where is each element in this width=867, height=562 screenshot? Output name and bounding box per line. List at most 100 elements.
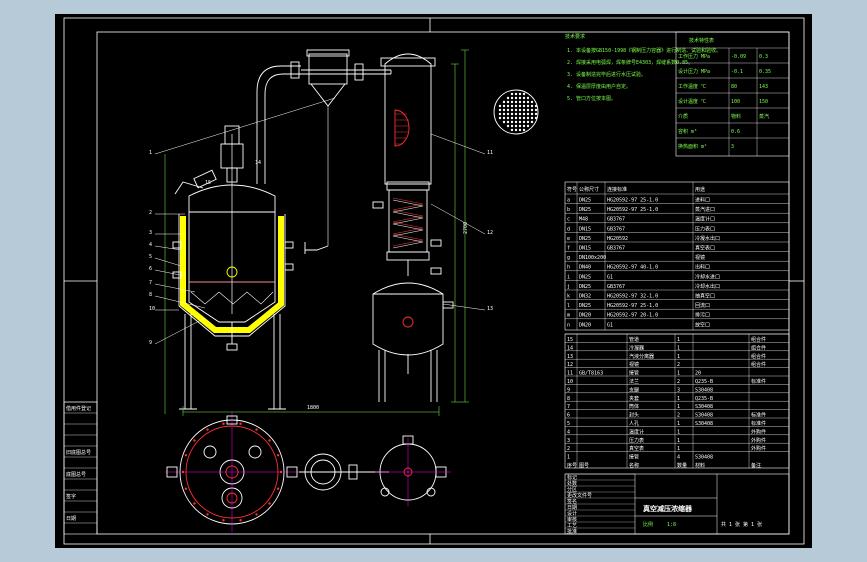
leader-label: 5: [149, 254, 152, 260]
perforation-hole: [522, 108, 526, 112]
nozzle-cell: DN25: [579, 236, 591, 242]
parts-cell: 2: [567, 446, 570, 452]
parts-cell: 7: [567, 404, 570, 410]
perforation-hole: [530, 120, 534, 124]
perforation-hole: [506, 124, 510, 128]
perforation-hole: [510, 128, 514, 132]
perforation-hole: [514, 100, 518, 104]
rev-cell: 日期: [567, 505, 577, 511]
parts-cell: 3: [567, 438, 570, 444]
note-line: 4. 保温层厚度由用户自定。: [567, 83, 631, 90]
parts-cell: S30408: [695, 421, 713, 427]
parts-header-cell: 序号: [567, 462, 577, 469]
spec-cell: 换热面积 m²: [678, 143, 707, 150]
parts-cell: 2: [677, 413, 680, 419]
spec-cell: -0.1: [731, 69, 743, 75]
bolt-hole: [206, 428, 209, 431]
perforation-hole: [534, 112, 538, 116]
nozzle-cell: GB3767: [607, 246, 625, 252]
parts-cell: 组合件: [751, 336, 766, 343]
parts-header-cell: 备注: [751, 462, 761, 469]
parts-cell: 10: [567, 379, 573, 385]
parts-header-cell: 名称: [629, 462, 639, 469]
technical-notes: 技术要求 1. 本设备按GB150-1998《钢制压力容器》进行制造、试验和验收…: [565, 33, 721, 102]
perforation-hole: [518, 112, 522, 116]
parts-cell: 15: [567, 337, 573, 343]
parts-cell: 汽液分离器: [629, 353, 654, 360]
perforation-hole: [514, 108, 518, 112]
nozzle-cell: f: [567, 246, 570, 252]
perforation-hole: [530, 108, 534, 112]
spec-cell: 0.6: [731, 129, 740, 135]
perforation-hole: [526, 124, 530, 128]
rev-cell: 设计: [567, 510, 577, 517]
nozzle-cell: HG20592: [607, 236, 628, 242]
perforation-hole: [526, 100, 530, 104]
parts-cell: 温度计: [629, 428, 644, 435]
nozzle-cell: 冷却水进口: [695, 273, 720, 280]
nozzle-cell: G1: [607, 322, 613, 328]
parts-cell: 1: [677, 337, 680, 343]
parts-cell: 14: [567, 345, 573, 351]
rev-cell: 更改文件号: [567, 492, 592, 499]
bolt-hole: [268, 439, 271, 442]
parts-cell: 1: [677, 371, 680, 377]
perforation-hole: [510, 92, 514, 96]
parts-cell: 11: [567, 371, 573, 377]
parts-cell: 13: [567, 354, 573, 360]
perforation-hole: [522, 112, 526, 116]
nozzle-cell: 放空口: [695, 321, 710, 328]
nozzle-cell: 冷却水出口: [695, 283, 720, 290]
perforation-hole: [530, 104, 534, 108]
drawing-sheet: 借用件登记旧底图总号底图总号签字日期: [55, 14, 812, 548]
perforation-hole: [514, 116, 518, 120]
bolt-hole: [206, 513, 209, 516]
parts-header-cell: 图号: [579, 463, 589, 469]
bolt-hole: [184, 487, 188, 490]
nozzle-cell: c: [567, 217, 570, 223]
condenser-sight: [394, 109, 410, 147]
nozzle-cell: HG20592-97 25-1.0: [607, 207, 658, 213]
spec-cell: 设计温度 ℃: [678, 98, 706, 105]
parts-cell: 组合件: [751, 353, 766, 360]
parts-cell: Q235-B: [695, 396, 713, 402]
leader-label: 8: [149, 292, 152, 298]
bolt-hole: [239, 519, 242, 522]
parts-cell: Q235-B: [695, 379, 713, 385]
perforation-hole: [526, 116, 530, 120]
perforation-hole: [510, 112, 514, 116]
spec-cell: 设计压力 MPa: [678, 68, 710, 75]
parts-cell: 外购件: [751, 445, 766, 452]
parts-cell: 2: [677, 362, 680, 368]
parts-cell: S30408: [695, 404, 713, 410]
plan-view-receiver: [375, 435, 451, 506]
perforation-hole: [498, 112, 502, 116]
sight-glass: [226, 266, 238, 278]
parts-cell: 9: [567, 387, 570, 393]
inner-frame: [96, 31, 790, 535]
nozzle-cell: DN20: [579, 313, 591, 319]
nozzle-cell: 抽真空口: [695, 293, 715, 300]
nozzle-cell: b: [567, 207, 570, 213]
nozzle-cell: M48: [579, 217, 588, 223]
parts-cell: 标准件: [751, 420, 766, 427]
nozzle-header-cell: 公称尺寸: [579, 186, 599, 193]
perforation-hole: [502, 108, 506, 112]
tube-sheet-detail: [493, 89, 539, 135]
nozzle-cell: 温度计口: [695, 216, 715, 223]
nozzle-cell: m: [567, 313, 570, 319]
drawing-title: 真空减压浓缩器: [643, 504, 693, 513]
spec-table-header: 技术特性表: [689, 37, 714, 44]
perforation-hole: [506, 104, 510, 108]
parts-cell: 4: [677, 455, 680, 461]
perforation-hole: [514, 92, 518, 96]
spec-cell: 100: [731, 99, 740, 105]
perforation-hole: [498, 104, 502, 108]
bolt-hole: [276, 454, 280, 457]
nozzle-header-cell: 符号: [567, 186, 577, 193]
perforation-hole: [502, 120, 506, 124]
spec-cell: 蒸汽: [759, 113, 769, 120]
perforation-hole: [518, 100, 522, 104]
